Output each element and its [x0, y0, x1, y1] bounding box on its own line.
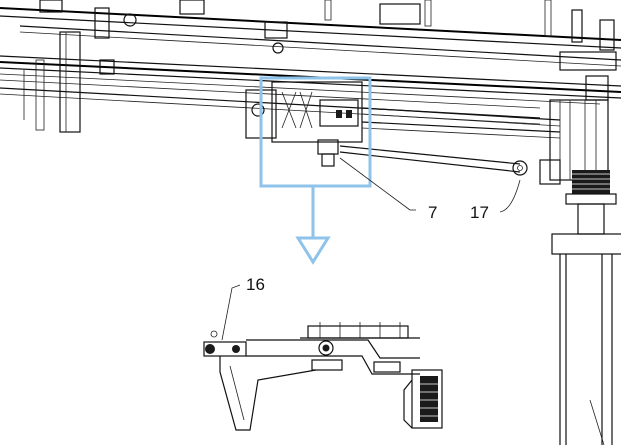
callout-17: 17 — [470, 203, 489, 222]
leader-16 — [221, 284, 241, 341]
detail-highlight-box — [259, 76, 372, 188]
callout-7: 7 — [428, 203, 437, 222]
detail-view — [203, 322, 443, 431]
detail-arrow-head-icon — [295, 236, 331, 265]
callout-16: 16 — [246, 275, 265, 294]
leader-lines — [221, 157, 521, 341]
tie-rods — [339, 107, 561, 176]
right-column-assembly — [539, 75, 621, 445]
leader-17 — [499, 179, 521, 213]
carriage-assembly — [245, 81, 363, 167]
leader-7 — [339, 157, 411, 211]
detail-highlight — [259, 76, 372, 265]
main-rail-assembly — [0, 0, 621, 133]
